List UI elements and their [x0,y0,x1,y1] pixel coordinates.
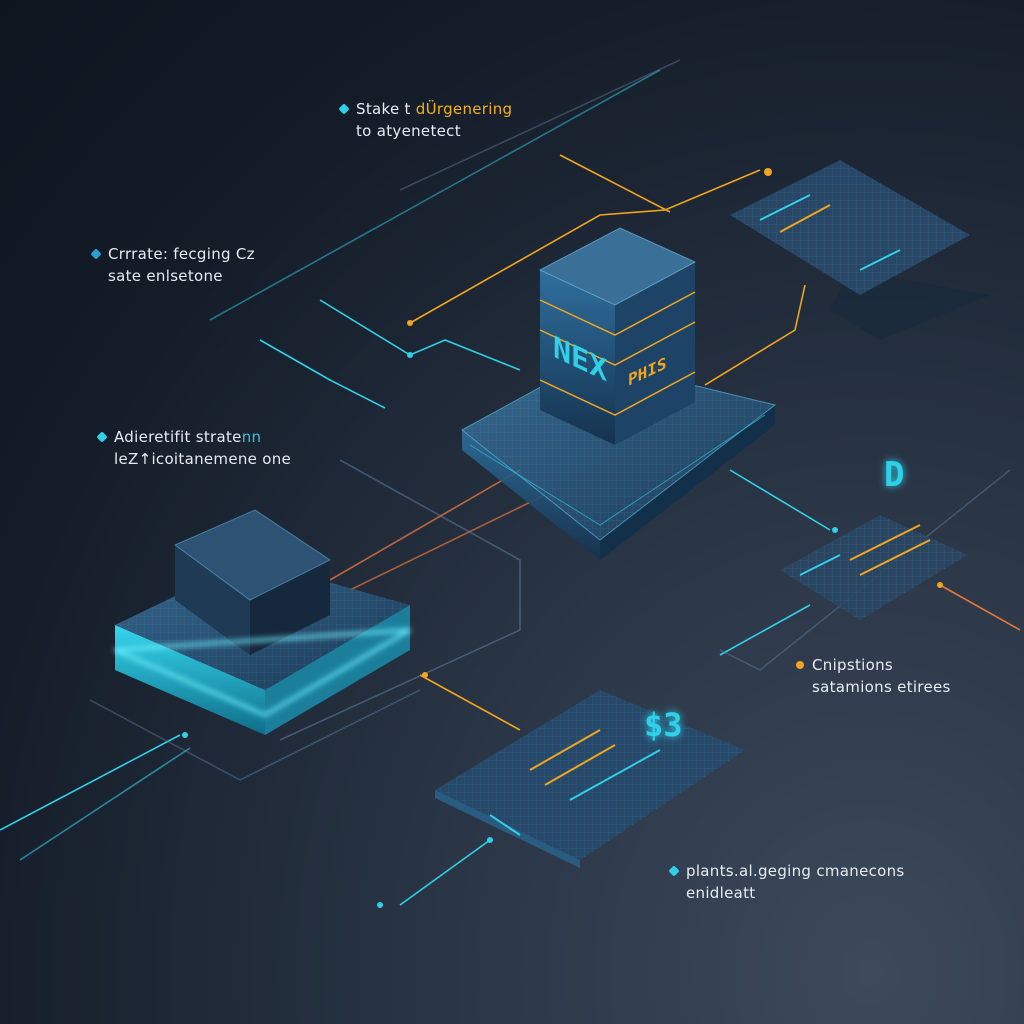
label-right: Cnipstions satamions etirees [794,654,951,698]
label-middle-left: Adieretifit stratenn leZ↑icoitanemene on… [96,426,291,470]
orange-connector [349,494,546,591]
orange-connector [409,169,761,324]
cyan-connector [19,747,191,861]
cyan-connector [0,734,181,831]
faint-line [209,69,661,321]
orange-connector [419,674,521,731]
node-dots [182,352,838,908]
top-right-card [730,160,990,340]
cyan-connector [729,469,831,531]
faint-line [279,459,521,741]
label-top: Stake t dÜrgenering to atyenetect [338,98,512,142]
orange-connector [329,469,521,581]
left-server-block [114,509,411,735]
faint-line [399,59,681,191]
faint-line [89,689,421,781]
label-upper-left: Crrrate: fecging Cz sate enlsetone [90,243,255,287]
dollar-mark: $3 [644,706,683,744]
d-mark: D [884,455,905,495]
server-tower [538,227,697,445]
cyan-connector [259,339,386,409]
orange-connector [559,154,671,213]
connector-lines [0,59,1021,906]
cyan-connector [319,299,521,371]
orange-connector [939,584,1021,631]
orange-connector [704,284,806,386]
bottom-card [435,690,745,868]
cyan-connector [399,839,491,906]
cyan-connector [719,604,811,656]
label-bottom-right: plants.al.geging cmanecons enidleatt [668,860,905,904]
right-card [780,515,968,620]
